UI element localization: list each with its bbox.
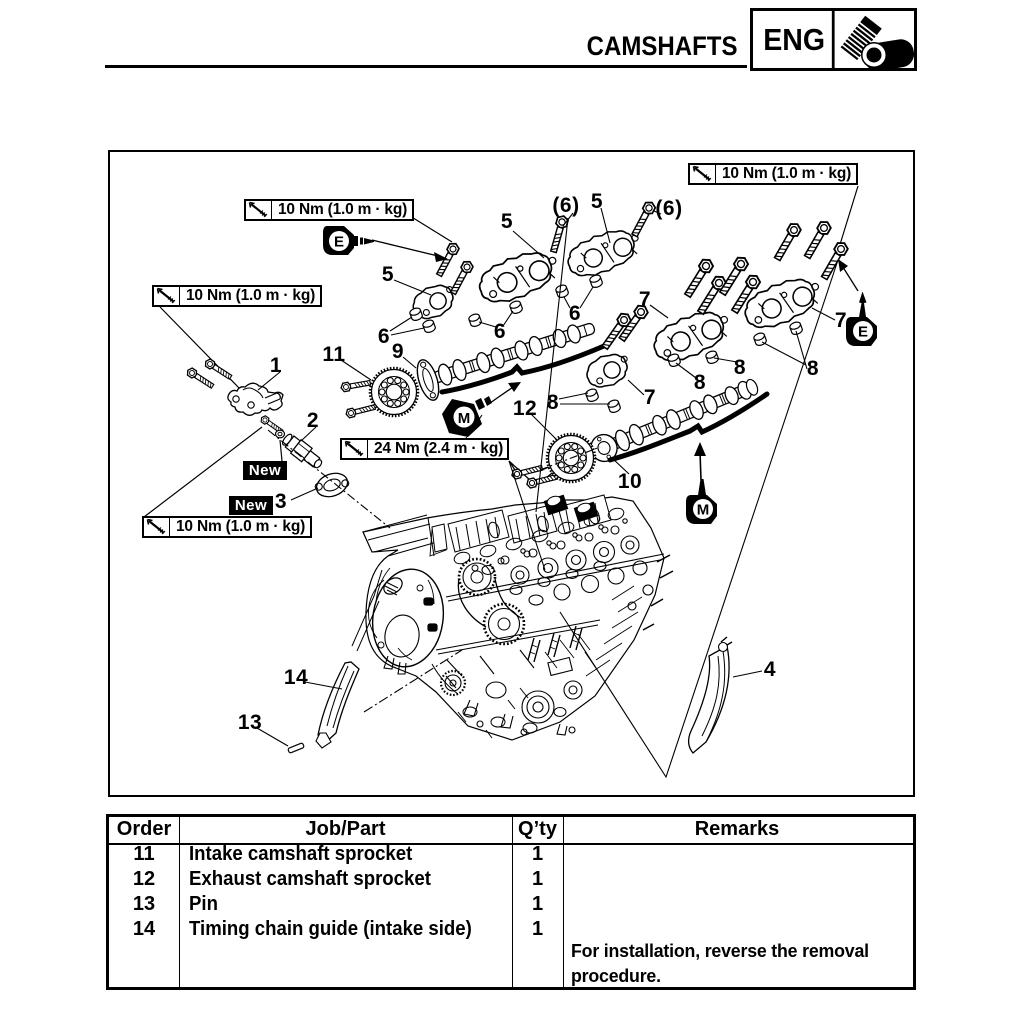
svg-text:E: E [858,324,868,341]
svg-text:M: M [458,410,471,427]
svg-text:M: M [697,502,710,519]
svg-text:E: E [334,234,344,251]
